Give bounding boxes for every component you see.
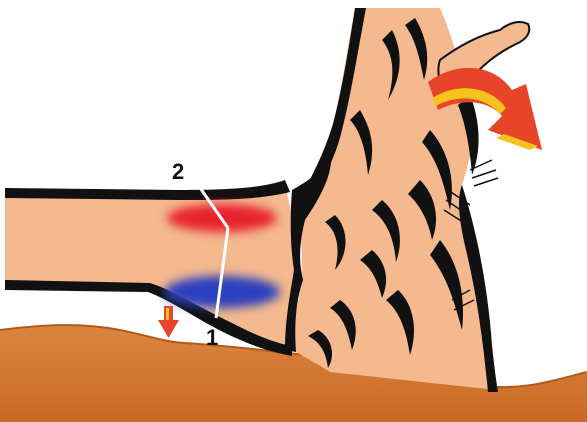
label-2: 2 (172, 159, 184, 184)
down-arrow-icon (158, 306, 179, 338)
label-1: 1 (206, 325, 218, 350)
branch-bark-top (5, 180, 290, 200)
